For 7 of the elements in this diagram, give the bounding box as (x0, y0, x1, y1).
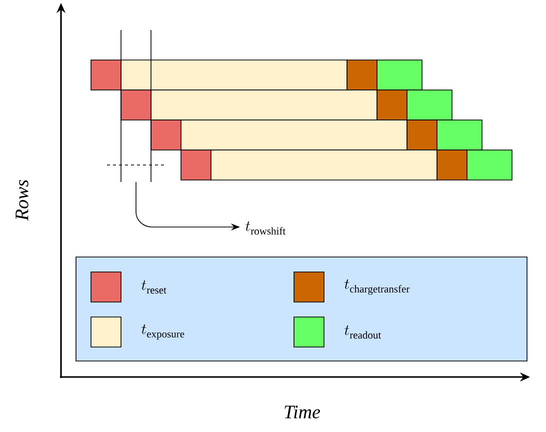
legend-label: $t_{\mathrm{readout}}$ (344, 325, 382, 339)
legend-label: $t_{\mathrm{reset}}$ (142, 280, 166, 294)
shift-label: $t_{\mathrm{rowshift}}$ (246, 221, 286, 235)
legend-label: $t_{\mathrm{exposure}}$ (142, 324, 184, 340)
axis-label: Time (284, 406, 320, 418)
legend-label: $t_{\mathrm{chargetransfer}}$ (344, 279, 410, 295)
axis-label: Rows (16, 180, 28, 221)
